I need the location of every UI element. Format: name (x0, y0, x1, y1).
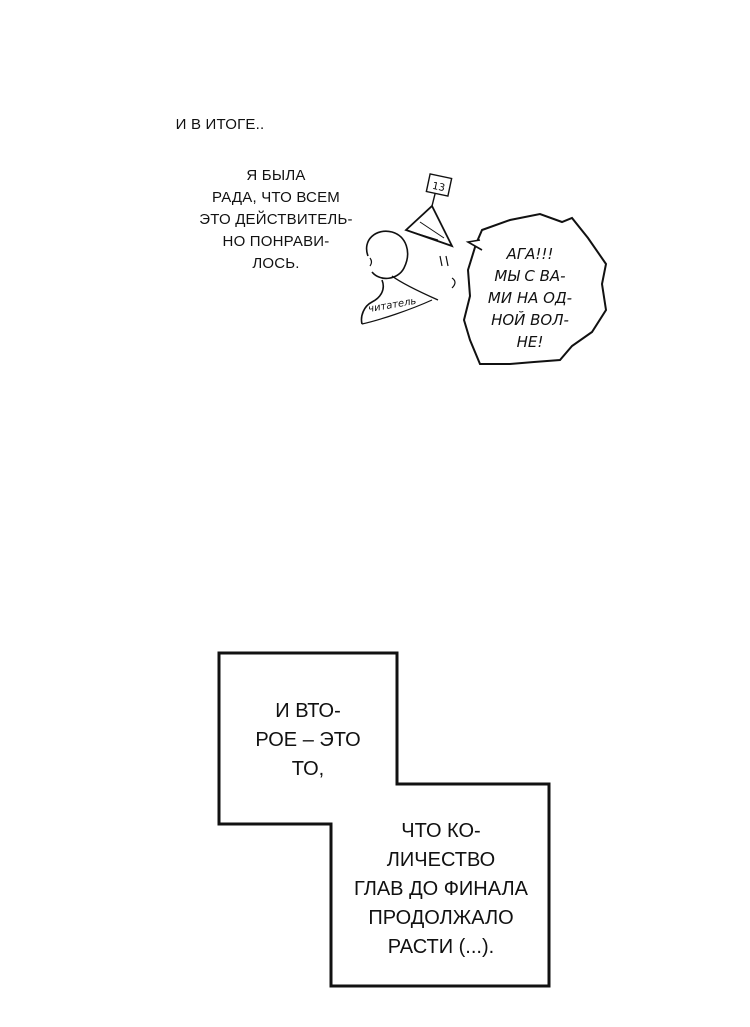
sign-number: 13 (431, 181, 446, 194)
reader-body (360, 279, 385, 325)
panel-line: РОЕ – ЭТО (255, 729, 361, 751)
joy-line: ЛОСЬ. (252, 255, 300, 272)
megaphone-lines (411, 221, 445, 241)
panel-line: И ВТО- (275, 700, 341, 722)
joy-caption: Я БЫЛА РАДА, ЧТО ВСЕМ ЭТО ДЕЙСТВИТЕЛЬ- Н… (186, 165, 366, 275)
panel-line: РАСТИ (...). (387, 936, 495, 958)
joy-line: НО ПОНРАВИ- (222, 233, 330, 250)
reader-bubble-text: АГА!!! МЫ С ВА- МИ НА ОД- НОЙ ВОЛ- НЕ! (476, 243, 584, 353)
exclaim-marks (439, 255, 449, 267)
bubble-line: МИ НА ОД- (487, 289, 573, 307)
joy-line: Я БЫЛА (246, 167, 306, 184)
panel-top-text: И ВТО- РОЕ – ЭТО ТО, (230, 697, 386, 784)
megaphone (404, 204, 454, 248)
panel-line: ПРОДОЛЖАЛО (368, 907, 514, 929)
intro-caption: И В ИТОГЕ.. (150, 114, 290, 136)
intro-line: И В ИТОГЕ.. (175, 116, 265, 133)
panel-bottom-text: ЧТО КО- ЛИЧЕСТВО ГЛАВ ДО ФИНАЛА ПРОДОЛЖА… (334, 817, 548, 962)
mouth-mark (451, 277, 456, 289)
bubble-line: НЕ! (516, 333, 544, 351)
sign-board (425, 173, 453, 197)
bubble-line: МЫ С ВА- (494, 267, 566, 285)
bubble-tail (465, 239, 483, 251)
bubble-line: НОЙ ВОЛ- (491, 311, 569, 329)
panel-line: ТО, (291, 758, 325, 780)
panel-line: ЛИЧЕСТВО (386, 849, 496, 871)
joy-line: РАДА, ЧТО ВСЕМ (212, 189, 340, 206)
panel-outline (217, 651, 551, 988)
reader-arm (391, 275, 439, 301)
panel-line: ЧТО КО- (401, 820, 481, 842)
joy-line: ЭТО ДЕЙСТВИТЕЛЬ- (199, 211, 353, 228)
reader-eye-mark (369, 257, 373, 267)
panel-line: ГЛАВ ДО ФИНАЛА (354, 878, 528, 900)
reader-doodle: 13 (360, 173, 608, 365)
bubble-line: АГА!!! (506, 245, 554, 263)
speech-bubble (462, 212, 608, 365)
reader-hand (361, 299, 433, 325)
reader-head (365, 230, 409, 280)
